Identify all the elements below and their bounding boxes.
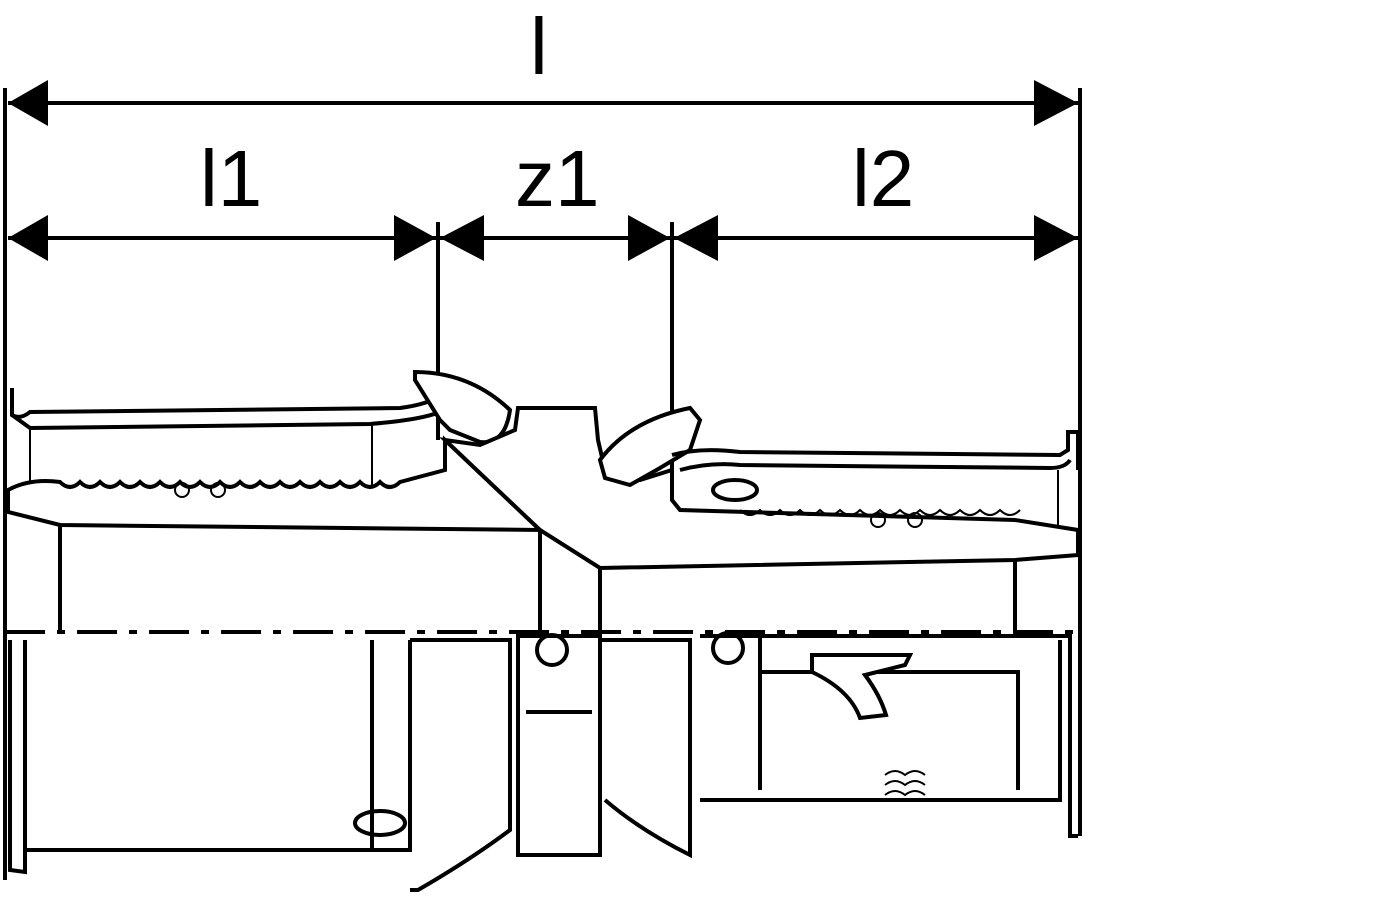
- dimension-l2: l2: [674, 134, 1078, 261]
- dimension-label-l1: l1: [200, 134, 262, 223]
- arrowhead-icon: [628, 215, 670, 261]
- dimension-z1: z1: [440, 134, 670, 261]
- arrowhead-icon: [1034, 80, 1078, 126]
- dimension-label-l2: l2: [852, 134, 914, 223]
- arrowhead-icon: [394, 215, 436, 261]
- fitting-section-upper: [6, 369, 1080, 632]
- fitting-view-lower: [8, 631, 1078, 892]
- arrowhead-icon: [1034, 215, 1078, 261]
- arrowhead-icon: [8, 80, 48, 126]
- dimension-label-z1: z1: [515, 134, 600, 223]
- dimension-label-l: l: [530, 2, 548, 91]
- arrowhead-icon: [674, 215, 718, 261]
- arrowhead-icon: [8, 215, 48, 261]
- dimension-overall: l: [8, 2, 1078, 126]
- dimension-l1: l1: [8, 134, 436, 261]
- arrowhead-icon: [440, 215, 484, 261]
